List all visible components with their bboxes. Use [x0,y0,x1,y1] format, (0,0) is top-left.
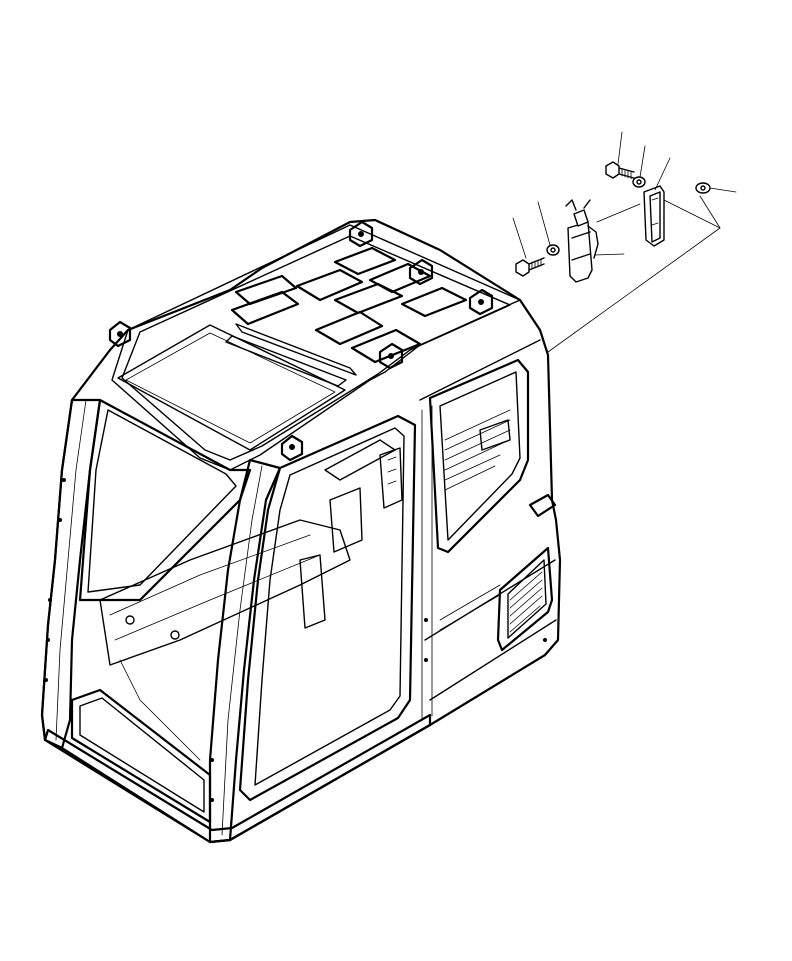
interior-console [99,439,403,761]
fire-extinguisher-icon [567,221,593,283]
upper-bolt-part [605,131,635,180]
upper-washer-part [632,145,646,188]
vent-slats [509,571,543,633]
fire-extinguisher-part [565,199,625,283]
door-opening [238,414,417,802]
roof-skylight-inner [125,332,336,444]
operator-cab [40,218,562,844]
roof-rim [121,235,511,461]
roof-panel [111,224,521,471]
roof-raised-panels [225,246,468,387]
roof-skylight [117,324,346,451]
washer-icon [632,176,646,188]
lower-bolt-part [512,217,545,277]
rear-window-interior [444,409,511,491]
small-washer-part [695,182,737,194]
front-lower-opening [70,688,212,824]
front-right-pillar [208,458,282,844]
rear-vent-panel [496,546,554,652]
lower-washer-part [537,201,560,256]
mounting-bracket-part [643,157,671,247]
washer-icon [695,182,711,194]
roof-lugs [108,220,494,462]
bracket-icon [643,185,665,247]
front-left-pillar [40,398,102,750]
frame-rivets [44,478,547,802]
bolt-icon [515,259,530,277]
washer-icon [546,244,560,256]
rear-side-window [428,358,530,554]
cab-base [43,713,432,844]
front-windshield [78,398,252,602]
bolt-icon [605,161,620,179]
